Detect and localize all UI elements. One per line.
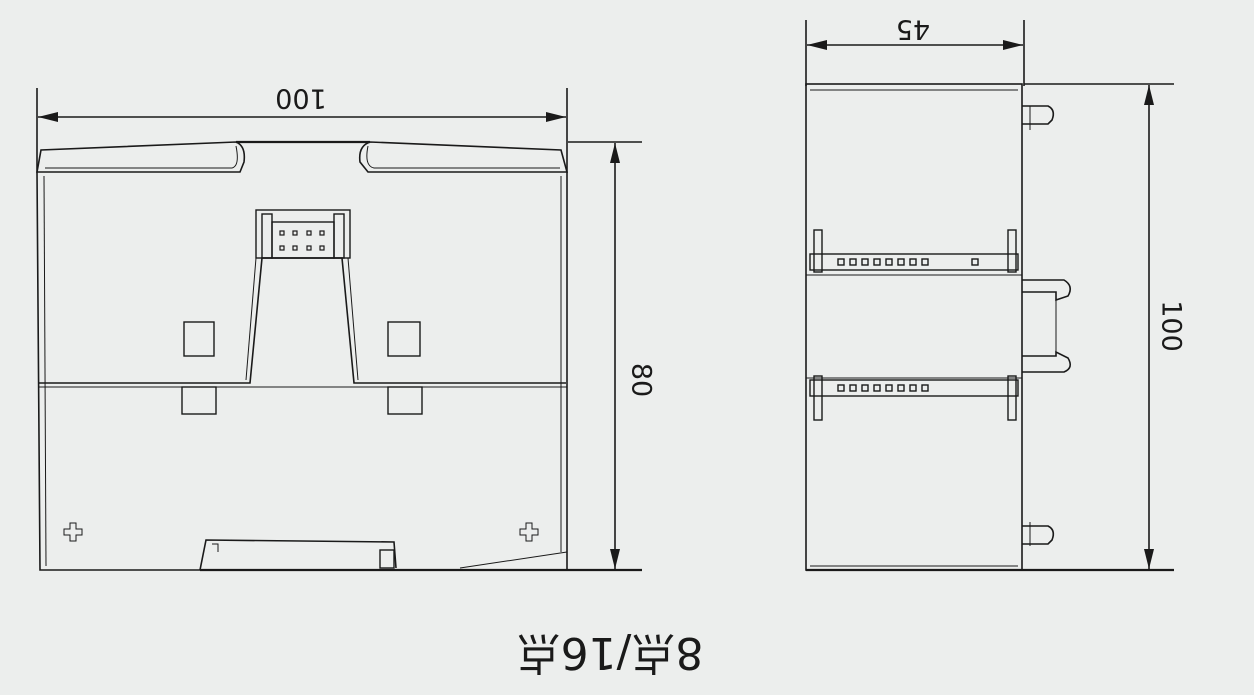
side-depth-dimension: 45 [805, 14, 1025, 86]
side-depth-label: 45 [896, 14, 930, 45]
caption: 8点/16点 [517, 627, 704, 678]
front-height-label: 80 [626, 363, 657, 397]
front-height-dimension: 80 [568, 141, 657, 571]
side-view: 45 100 [805, 14, 1187, 572]
front-body-outline [36, 140, 642, 572]
front-view: 100 80 [36, 83, 657, 572]
front-width-label: 100 [275, 83, 327, 114]
side-height-label: 100 [1156, 300, 1187, 352]
side-body-outline [805, 83, 1174, 572]
front-width-dimension: 100 [36, 83, 568, 172]
side-height-dimension: 100 [1024, 83, 1187, 571]
